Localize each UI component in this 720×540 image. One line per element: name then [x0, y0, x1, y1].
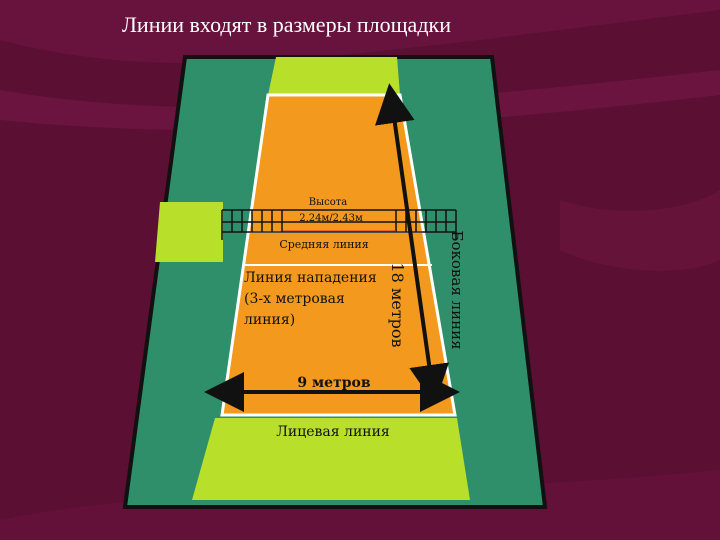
attack-line-label-1: Линия нападения — [244, 270, 377, 286]
net-height-value: 2,24м/2,43м — [299, 213, 363, 224]
end-line-label: Лицевая линия — [276, 424, 390, 440]
side-line-label: Боковая линия — [448, 230, 466, 349]
width-label: 9 метров — [297, 375, 370, 391]
length-label: 18 метров — [388, 262, 407, 347]
attack-line-label-2: (3-х метровая — [244, 291, 345, 307]
net-height-title: Высота — [309, 197, 347, 208]
attack-line-label-3: линия) — [244, 312, 295, 328]
far-free-zone — [268, 57, 400, 95]
slide-title: Линии входят в размеры площадки — [122, 12, 451, 37]
near-free-zone — [192, 418, 470, 500]
length-arrow — [375, 83, 449, 405]
center-line-label: Средняя линия — [279, 238, 368, 251]
left-side-zone — [155, 202, 223, 262]
